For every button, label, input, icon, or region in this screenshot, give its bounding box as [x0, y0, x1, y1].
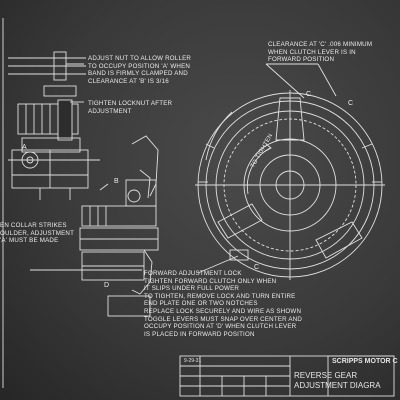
- label-c-bottom: C: [254, 264, 260, 271]
- clutch-end-plate: [195, 90, 385, 280]
- toggle-lever-assembly: [30, 135, 159, 317]
- title-line-1: REVERSE GEAR: [294, 371, 358, 380]
- label-d: D: [104, 282, 110, 289]
- label-c-right: C: [348, 100, 354, 107]
- note-locknut: TIGHTEN LOCKNUT AFTER ADJUSTMENT: [88, 100, 173, 115]
- note-adjust-nut: ADJUST NUT TO ALLOW ROLLER TO OCCUPY POS…: [88, 55, 192, 85]
- label-a: A: [22, 144, 27, 151]
- note-forward-adjustment-lock: FORWARD ADJUSTMENT LOCK TIGHTEN FORWARD …: [144, 270, 303, 338]
- note-collar: EN COLLAR STRIKES OULDER, ADJUSTMENT 'A'…: [0, 222, 75, 245]
- roller-adjust-assembly: [8, 51, 100, 200]
- note-leaders: [66, 63, 337, 274]
- company-name: SCRIPPS MOTOR C: [332, 358, 398, 365]
- label-b: B: [114, 178, 119, 185]
- title-block-date: 9-29-31: [184, 358, 202, 364]
- title-block-frame: [179, 355, 395, 397]
- note-clearance-c: CLEARANCE AT 'C' .006 MINIMUM WHEN CLUTC…: [268, 41, 373, 64]
- title-line-2: ADJUSTMENT DIAGRA: [294, 381, 381, 390]
- tighten-arrow: [246, 143, 272, 195]
- label-c-top: C: [306, 91, 312, 98]
